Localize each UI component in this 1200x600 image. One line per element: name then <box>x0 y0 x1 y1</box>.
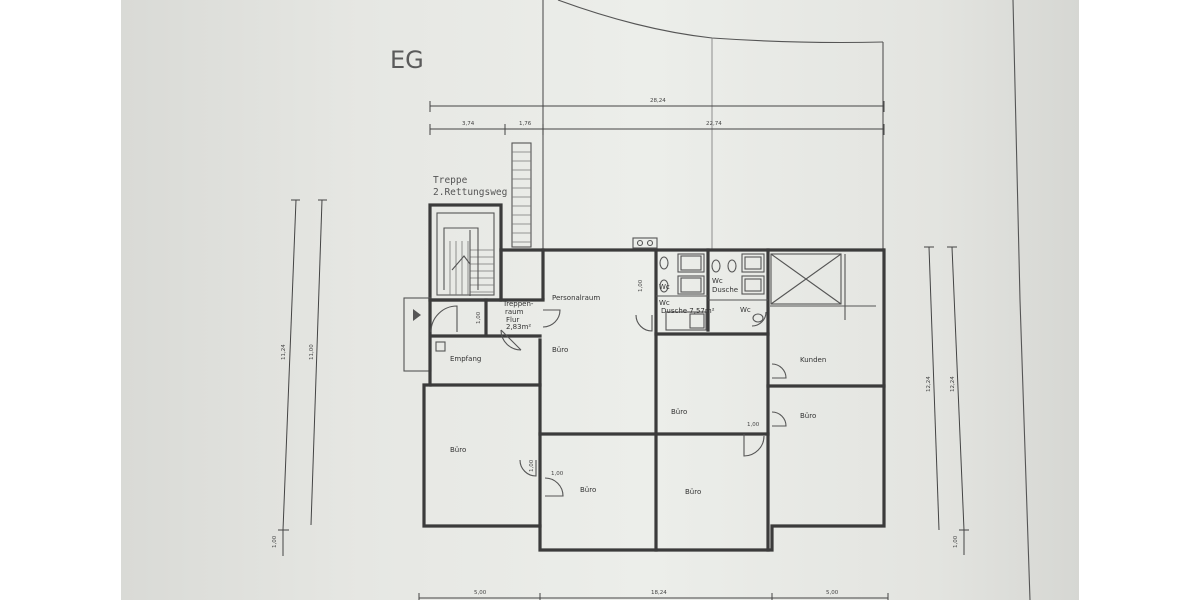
room-label-buero: Büro <box>552 346 568 354</box>
dimension-label: 11,00 <box>309 344 315 360</box>
dimension-right: 12,24 12,24 1,00 <box>924 246 969 555</box>
dimension-top-total: 28,24 <box>429 98 885 112</box>
inner-walls <box>429 248 886 552</box>
room-label-treppenraum: Treppen- <box>502 300 534 308</box>
room-label-buero: Büro <box>685 488 701 496</box>
dimension-label: 12,24 <box>950 376 956 392</box>
room-label-wc: Wc <box>659 299 670 307</box>
room-label-dusche: Dusche <box>712 286 738 294</box>
dimension-label: 12,24 <box>926 376 932 392</box>
dimension-label: 1,00 <box>272 535 278 548</box>
room-label-flur-area: 2,83m² <box>506 323 531 331</box>
room-label-wc: Wc <box>659 283 670 291</box>
room-label-buero: Büro <box>450 446 466 454</box>
dimension-label: 1,76 <box>519 121 532 127</box>
room-label-buero: Büro <box>671 408 687 416</box>
doors <box>430 305 787 497</box>
dimension-top-chain: 3,74 1,76 22,74 <box>429 121 885 135</box>
stair-note-line2: 2.Rettungsweg <box>433 187 507 198</box>
room-label-personalraum: Personalraum <box>552 294 600 302</box>
entrance-canopy <box>403 297 432 372</box>
reception-counter <box>435 341 446 352</box>
door-dimension: 1,00 <box>529 459 535 472</box>
dimension-label: 5,00 <box>474 590 487 596</box>
dimension-label: 22,74 <box>706 121 722 127</box>
stairwell <box>428 203 503 302</box>
room-label-flur: Flur <box>506 316 519 324</box>
room-label-buero: Büro <box>800 412 816 420</box>
room-label-wc: Wc <box>712 277 723 285</box>
door-dimension: 1,00 <box>551 471 564 477</box>
dimension-left: 11,24 11,00 1,00 <box>272 199 327 556</box>
dimension-label: 3,74 <box>462 121 475 127</box>
light-shaft <box>770 253 842 305</box>
door-dimension: 1,00 <box>747 422 760 428</box>
room-label-wc: Wc <box>740 306 751 314</box>
dimension-label: 18,24 <box>651 590 667 596</box>
door-dimension: 1,00 <box>476 311 482 324</box>
dimension-label: 1,00 <box>953 535 959 548</box>
dimension-bottom: 5,00 18,24 5,00 <box>418 590 889 600</box>
room-label-treppenraum: raum <box>505 308 524 316</box>
sanitary-fixtures <box>632 237 765 331</box>
escape-stair-ladder <box>511 142 532 248</box>
paper-sheet <box>121 0 1079 600</box>
property-boundary <box>542 0 1031 600</box>
room-label-kunden: Kunden <box>800 356 826 364</box>
room-label-empfang: Empfang <box>450 355 481 363</box>
room-label-dusche-area: Dusche 7,57m² <box>661 307 715 315</box>
dimension-label: 11,24 <box>281 344 287 360</box>
dimension-label: 28,24 <box>650 98 666 104</box>
room-label-buero: Büro <box>580 486 596 494</box>
dimension-label: 5,00 <box>826 590 839 596</box>
stair-note-line1: Treppe <box>433 175 468 186</box>
floor-label: EG <box>390 46 424 74</box>
door-dimension: 1,00 <box>638 279 644 292</box>
